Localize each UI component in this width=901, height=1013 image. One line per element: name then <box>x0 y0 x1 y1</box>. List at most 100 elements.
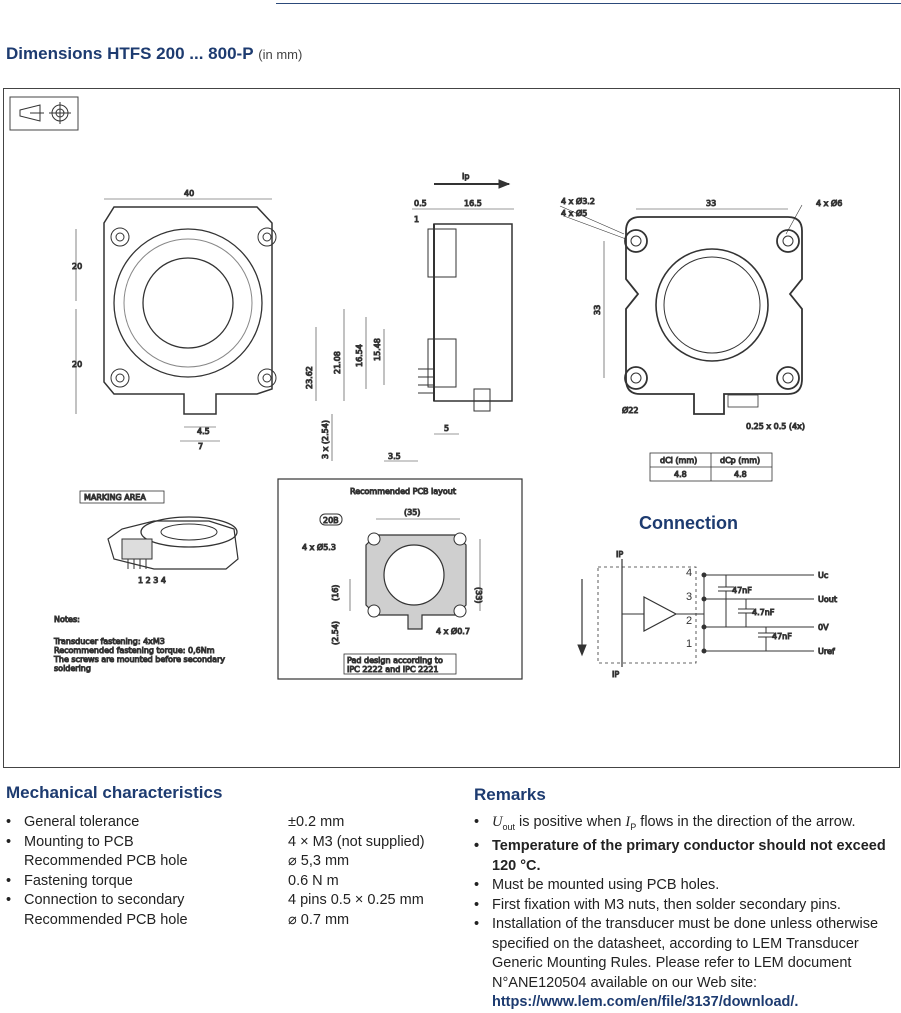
pcb-holes-dim: 4 x Ø5.3 <box>302 542 336 552</box>
bullet: • <box>474 814 480 830</box>
schematic-pin-3: 3 <box>686 591 692 603</box>
pcb-caption-line-1: Pad design according to <box>347 656 443 665</box>
row-value: ⌀ 0.7 mm <box>288 911 350 928</box>
pcb-left-dim-b: (2.54) <box>331 621 340 645</box>
row-value: ±0.2 mm <box>288 814 345 830</box>
schematic-ip-minus: IP <box>612 670 619 679</box>
bullet: • <box>6 892 12 908</box>
bullet: • <box>474 877 480 894</box>
side-dim-one: 1 <box>414 215 419 224</box>
back-height-dim: 33 <box>593 305 602 315</box>
list-item: • General tolerance ±0.2 mm <box>6 813 466 833</box>
list-item: •Installation of the transducer must be … <box>474 915 898 1013</box>
back-pins-dim: 4 x Ø6 <box>816 198 842 208</box>
list-item: •Temperature of the primary conductor sh… <box>474 837 898 876</box>
page-title-unit: (in mm) <box>258 47 303 62</box>
front-view <box>75 198 277 442</box>
side-dim-2362: 23.62 <box>305 366 314 389</box>
front-height-top-dim: 20 <box>72 262 82 271</box>
notes-block: Notes: Transducer fastening: 4xM3 Recomm… <box>53 615 226 674</box>
schematic-out-uref: Uref <box>818 647 835 656</box>
mechanical-title: Mechanical characteristics <box>6 783 223 802</box>
list-item: • First fixation with M3 nuts, then solde… <box>474 896 898 916</box>
row-label: Connection to secondary <box>24 892 185 908</box>
remark-4: First fixation with M3 nuts, then solder… <box>492 896 841 913</box>
schematic-pin-1: 1 <box>686 638 692 650</box>
side-dim-b: 16.5 <box>464 199 482 208</box>
bullet: • <box>474 838 480 855</box>
pcb-badge: 20B <box>323 516 339 525</box>
notes-line-2: Transducer fastening: 4xM3 <box>53 637 165 646</box>
front-width-dim: 40 <box>184 189 194 198</box>
drawing-canvas: 40 20 20 4.5 7 Ip 0.5 16.5 1 23.62 21.08… <box>9 96 843 680</box>
remark-1-end: flows in the direction of the arrow. <box>636 814 856 830</box>
uout-subscript: out <box>502 821 515 832</box>
schematic-out-uout: Uout <box>818 595 837 604</box>
row-label: Recommended PCB hole <box>24 853 188 869</box>
marking-area-view <box>79 490 239 570</box>
marking-area-label: MARKING AREA <box>84 493 146 502</box>
schematic-cap-2: 4.7nF <box>752 608 775 617</box>
pcb-layout <box>277 478 523 680</box>
schematic-out-uc: Uc <box>818 571 828 580</box>
pcb-left-dim-a: (16) <box>331 585 340 601</box>
row-label: Mounting to PCB <box>24 833 134 850</box>
bullet: • <box>6 872 12 889</box>
notes-line-1: Notes: <box>54 615 80 624</box>
list-item: • Mounting to PCB 4 × M3 (not supplied) <box>6 833 466 853</box>
clearance-cp-head: dCp (mm) <box>720 456 760 465</box>
side-dim-a: 0.5 <box>414 199 427 208</box>
side-pin-length-dim: 5 <box>444 424 449 433</box>
pcb-top-dim: (35) <box>404 508 420 517</box>
pin-numbers-label: 1 2 3 4 <box>138 576 166 585</box>
schematic-pin-4: 4 <box>686 567 692 579</box>
side-dim-1548: 15.48 <box>373 338 382 361</box>
bullet: • <box>474 916 480 933</box>
remark-1-mid: is positive when <box>515 814 626 830</box>
pcb-layout-title: Recommended PCB layout <box>350 487 456 496</box>
dimension-drawing: 40 20 20 4.5 7 Ip 0.5 16.5 1 23.62 21.08… <box>3 88 900 768</box>
bullet: • <box>6 814 12 830</box>
row-label: General tolerance <box>24 814 140 830</box>
clearance-cl-head: dCl (mm) <box>660 456 697 465</box>
bullet: • <box>474 896 480 913</box>
pcb-caption-line-2: IPC 2222 and IPC 2221 <box>347 665 438 674</box>
notes-line-5: soldering <box>54 664 91 673</box>
connection-schematic <box>577 559 814 667</box>
uout-symbol: U <box>492 814 503 830</box>
clearance-cl-val: 4.8 <box>674 470 687 479</box>
notes-line-3: Recommended fastening torque: 0,6Nm <box>54 646 215 655</box>
back-round-dim: Ø22 <box>622 405 638 415</box>
pcb-pins-dim: 4 x Ø0.7 <box>436 626 470 636</box>
schematic-cap-3: 47nF <box>772 632 792 641</box>
schematic-ip-plus: IP <box>616 550 623 559</box>
clearance-cp-val: 4.8 <box>734 470 747 479</box>
side-dim-1654: 16.54 <box>355 344 364 367</box>
notes-line-4: The screws are mounted before secondary <box>53 655 225 664</box>
list-item: • Connection to secondary 4 pins 0.5 × 0.2… <box>6 891 466 911</box>
ip-symbol: I <box>625 814 631 830</box>
back-width-dim: 33 <box>706 199 716 208</box>
row-value: 4 pins 0.5 × 0.25 mm <box>288 892 424 908</box>
page-title-text: Dimensions HTFS 200 ... 800-P <box>6 44 254 63</box>
page-title: Dimensions HTFS 200 ... 800-P (in mm) <box>6 44 302 64</box>
side-pitch-dim: 3 x (2.54) <box>321 420 330 459</box>
remarks-list: • Uout is positive when IP flows in the … <box>474 813 898 1013</box>
tab-width-dim: 4.5 <box>197 427 210 436</box>
side-view <box>315 179 514 462</box>
schematic-out-0v: 0V <box>818 623 829 632</box>
projection-symbol-icon <box>9 96 79 131</box>
remarks-title: Remarks <box>474 785 546 804</box>
row-value: 4 × M3 (not supplied) <box>288 833 425 850</box>
back-pin-size-dim: 0.25 x 0.5 (4x) <box>746 422 805 431</box>
bullet: • <box>6 833 12 850</box>
list-item: •Must be mounted using PCB holes. <box>474 876 898 896</box>
row-label: Fastening torque <box>24 872 133 889</box>
tab-total-dim: 7 <box>198 442 203 451</box>
lem-document-link[interactable]: https://www.lem.com/en/file/3137/downloa… <box>492 994 799 1011</box>
schematic-cap-1: 47nF <box>732 586 752 595</box>
row-value: ⌀ 5,3 mm <box>288 853 350 869</box>
connection-title: Connection <box>639 513 738 533</box>
header-rule <box>276 3 901 4</box>
